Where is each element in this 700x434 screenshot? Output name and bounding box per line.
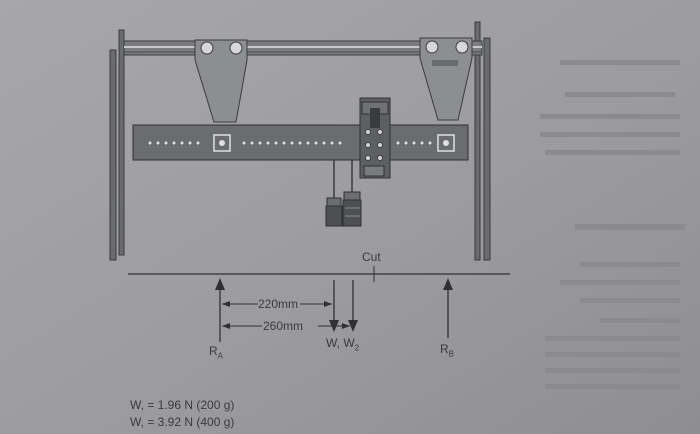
dimension-260: 260mm — [263, 319, 304, 333]
equation-w1: W, = 1.96 N (200 g) — [130, 398, 235, 412]
reaction-arrows — [215, 278, 453, 342]
reaction-a-subscript: A — [217, 351, 224, 361]
hanger-right — [419, 37, 473, 121]
cut-label: Cut — [362, 250, 381, 264]
beam — [132, 124, 469, 161]
equation-w2: W, = 3.92 N (400 g) — [130, 415, 235, 429]
weights-subscript: 2 — [354, 343, 360, 353]
reaction-b-symbol: R — [440, 342, 449, 356]
weights-symbol: W, W — [326, 336, 355, 350]
reaction-b-label: RB — [440, 342, 454, 358]
dimension-220: 220mm — [258, 297, 299, 311]
reaction-a-symbol: R — [209, 344, 218, 358]
weights-label: W, W2 — [326, 336, 359, 352]
background-text — [540, 60, 685, 389]
reaction-a-label: RA — [209, 344, 223, 360]
reaction-b-subscript: B — [448, 349, 455, 359]
hanger-left — [194, 39, 248, 123]
hanging-weights — [325, 160, 362, 227]
cut-joint — [359, 97, 391, 179]
frame — [109, 21, 491, 261]
dimension-lines — [222, 301, 350, 329]
